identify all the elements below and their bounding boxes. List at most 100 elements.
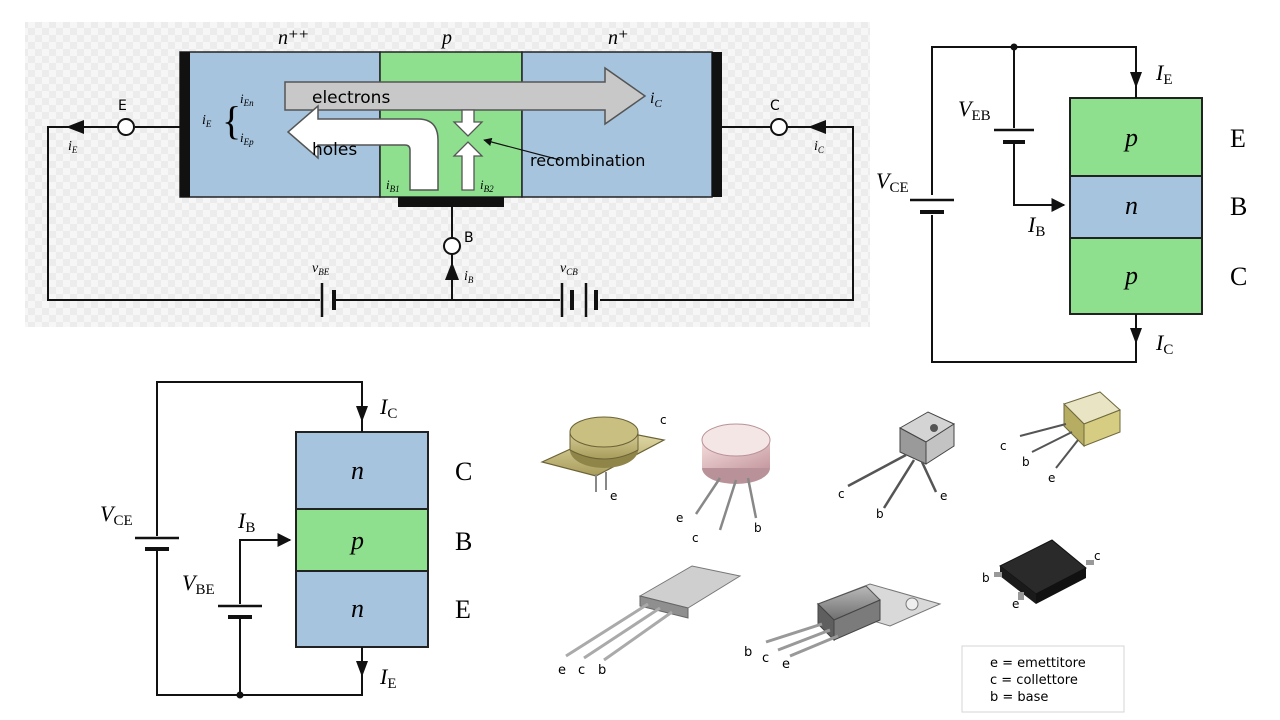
to92-b: b bbox=[876, 507, 884, 521]
npn-ie-label: IE bbox=[379, 664, 397, 692]
base-contact bbox=[398, 197, 504, 207]
to126-b: b bbox=[1022, 455, 1030, 469]
pnp-layer-top-label: p bbox=[1123, 123, 1138, 152]
package-sot23: b e c bbox=[982, 539, 1101, 611]
iep-label: iEp bbox=[240, 130, 254, 147]
pnp-base-wire bbox=[1013, 144, 1066, 212]
terminal-c-label: C bbox=[770, 98, 780, 114]
electrons-arrow bbox=[284, 66, 647, 126]
sot23-b: b bbox=[982, 571, 990, 585]
legend-line-3: b = base bbox=[990, 690, 1048, 705]
npn-ie-arrow bbox=[356, 661, 368, 677]
region-label-n-left: n⁺⁺ bbox=[278, 27, 309, 49]
npn-ib-label: IB bbox=[237, 508, 255, 536]
npn-layer-bot bbox=[295, 570, 429, 648]
ie-brace-label: iE bbox=[202, 113, 212, 129]
to126-e: e bbox=[1048, 471, 1055, 485]
npn-layer-bot-label: n bbox=[351, 594, 364, 623]
pnp-terminal-b: B bbox=[1230, 192, 1247, 221]
pnp-layer-mid bbox=[1069, 175, 1203, 239]
region-label-n-right: n⁺ bbox=[608, 27, 629, 49]
package-to220small: e c b bbox=[558, 565, 742, 678]
legend-line-1: e = emettitore bbox=[990, 656, 1086, 671]
package-to126: c b e bbox=[1000, 391, 1121, 485]
transistor-packages: c e e c b c b e bbox=[540, 391, 1125, 713]
pnp-layer-bot-label: p bbox=[1123, 261, 1138, 290]
npn-layer-top-label: n bbox=[351, 456, 364, 485]
npn-base-wire bbox=[239, 533, 292, 604]
to39-b: b bbox=[754, 521, 762, 535]
package-to92: c b e bbox=[838, 411, 956, 521]
ic-arrow-label: iC bbox=[650, 90, 662, 110]
vcb-battery-gap bbox=[560, 282, 600, 318]
vcb-label: vCB bbox=[560, 261, 578, 277]
ie-wire-label: iE bbox=[68, 139, 78, 155]
terminal-b-label: B bbox=[464, 230, 474, 246]
to39-c: c bbox=[692, 531, 699, 545]
npn-vbe-label: VBE bbox=[182, 570, 215, 598]
to92-e: e bbox=[940, 489, 947, 503]
to92-c: c bbox=[838, 487, 845, 501]
pnp-vce-label: VCE bbox=[876, 168, 909, 196]
pnp-veb-label: VEB bbox=[958, 96, 991, 124]
pnp-ib-label: IB bbox=[1027, 212, 1045, 240]
recombination-label: recombination bbox=[530, 151, 645, 170]
pnp-diagram: p n p E B C VCE VEB IE IB IC bbox=[876, 43, 1247, 363]
vbe-battery-gap bbox=[322, 286, 334, 314]
package-to3: c e bbox=[540, 413, 667, 503]
pin-legend: e = emettitore c = collettore b = base bbox=[961, 645, 1125, 713]
ib-arrow bbox=[445, 262, 459, 280]
vbe-label: vBE bbox=[312, 261, 330, 277]
pnp-ie-label: IE bbox=[1155, 60, 1173, 88]
npn-layer-mid-label: p bbox=[349, 526, 364, 555]
to39-e: e bbox=[676, 511, 683, 525]
pnp-terminal-e: E bbox=[1230, 124, 1246, 153]
pnp-ic-label: IC bbox=[1155, 330, 1173, 358]
package-to39: e c b bbox=[676, 423, 771, 545]
to220small-c: c bbox=[578, 663, 585, 678]
electrons-label: electrons bbox=[312, 88, 390, 108]
to220-e: e bbox=[782, 657, 790, 672]
ic-arrow bbox=[808, 120, 826, 134]
pnp-ie-arrow bbox=[1130, 72, 1142, 88]
sot23-c: c bbox=[1094, 549, 1101, 563]
legend-line-2: c = collettore bbox=[990, 673, 1078, 688]
npn-layer-top bbox=[295, 431, 429, 510]
emitter-terminal bbox=[117, 118, 135, 136]
ib1-label: iB1 bbox=[386, 177, 400, 194]
npn-junction-dot bbox=[236, 691, 244, 699]
npn-terminal-c: C bbox=[455, 457, 472, 486]
to220small-b: b bbox=[598, 663, 606, 678]
recombination-up-arrow bbox=[452, 141, 484, 191]
holes-arrow bbox=[286, 104, 439, 191]
to220small-e: e bbox=[558, 663, 566, 678]
collector-contact bbox=[712, 52, 722, 197]
npn-terminal-b: B bbox=[455, 527, 472, 556]
bjt-physics-diagram: n⁺⁺ p n⁺ electrons iC holes recombinatio… bbox=[25, 22, 870, 327]
sot23-e: e bbox=[1012, 597, 1019, 611]
ie-arrow bbox=[66, 120, 84, 134]
npn-vce-label: VCE bbox=[100, 501, 133, 529]
holes-label: holes bbox=[312, 140, 357, 160]
ien-label: iEn bbox=[240, 91, 254, 108]
pnp-layer-mid-label: n bbox=[1125, 191, 1138, 220]
region-label-p: p bbox=[440, 27, 452, 49]
npn-diagram: n p n C B E VCE VBE IC IB IE bbox=[100, 381, 472, 699]
pnp-terminal-c: C bbox=[1230, 262, 1247, 291]
to126-c: c bbox=[1000, 439, 1007, 453]
ib-wire-label: iB bbox=[464, 269, 474, 285]
emitter-contact bbox=[180, 52, 190, 197]
recombination-pointer bbox=[483, 137, 561, 161]
terminal-e-label: E bbox=[118, 98, 127, 114]
to220-c: c bbox=[762, 651, 769, 666]
recombination-down-arrow bbox=[452, 109, 484, 137]
base-terminal bbox=[443, 237, 461, 255]
ib2-label: iB2 bbox=[480, 177, 494, 194]
npn-ic-arrow bbox=[356, 406, 368, 422]
brace: { bbox=[222, 98, 241, 143]
to220-b: b bbox=[744, 645, 752, 660]
npn-layer-mid bbox=[295, 508, 429, 572]
pnp-layer-bot bbox=[1069, 237, 1203, 315]
ic-wire-label: iC bbox=[814, 139, 825, 155]
npn-ic-label: IC bbox=[379, 394, 397, 422]
